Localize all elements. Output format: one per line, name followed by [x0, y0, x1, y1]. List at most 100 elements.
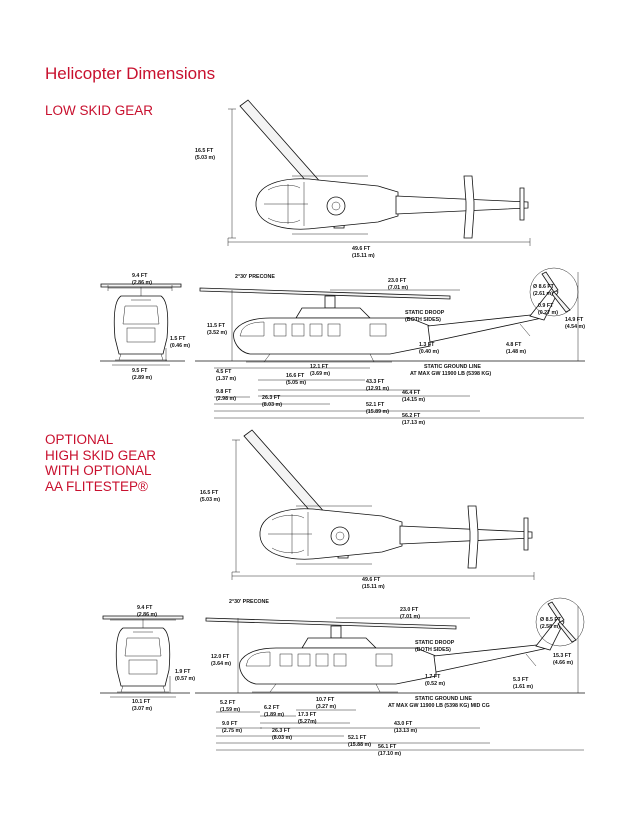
droop-gap-metric: (0.40 m) — [419, 349, 439, 355]
front-view-low-skid — [100, 283, 182, 361]
top-view-2-dims: 16.5 FT (5.03 m) 49.6 FT (15.11 m) — [200, 439, 535, 590]
dim-43-3-metric: (12.91 m) — [366, 386, 389, 392]
front-width-metric: (2.86 m) — [137, 612, 157, 618]
height-label-metric: (5.03 m) — [195, 155, 215, 161]
dim-9-8-metric: (2.98 m) — [216, 396, 236, 402]
front-view-1-dims: 9.4 FT (2.86 m) 9.5 FT (2.89 m) 1.5 FT (… — [100, 273, 190, 381]
front-width-metric: (2.86 m) — [132, 280, 152, 286]
dim-9-8-label: 9.8 FT — [216, 389, 232, 395]
static-droop-sub: (BOTH SIDES) — [415, 647, 451, 653]
section-heading-line: AA FLITESTEP® — [45, 478, 148, 494]
dim-43-0-label: 43.0 FT — [394, 721, 413, 727]
ground-clearance-label: 1.5 FT — [170, 336, 186, 342]
front-skid-metric: (3.07 m) — [132, 706, 152, 712]
hub-height-label: 12.0 FT — [211, 654, 230, 660]
section-heading-line: WITH OPTIONAL — [45, 463, 152, 478]
static-droop-label: STATIC DROOP — [405, 310, 445, 316]
dim-43-3-label: 43.3 FT — [366, 379, 385, 385]
droop-gap-label: 1.7 FT — [425, 674, 441, 680]
total-height-label: 14.9 FT — [565, 317, 584, 323]
ground-clearance-metric: (0.46 m) — [170, 343, 190, 349]
tail-rotor-diameter-metric: (2.61 m) — [533, 291, 553, 297]
dim-16-6-label: 16.6 FT — [286, 373, 305, 379]
total-height-metric: (4.66 m) — [553, 660, 573, 666]
dim-12-1-label: 12.1 FT — [310, 364, 329, 370]
dim-46-4-label: 46.4 FT — [402, 390, 421, 396]
static-droop-label: STATIC DROOP — [415, 640, 455, 646]
precone-label: 2°30' PRECONE — [229, 599, 269, 605]
dim-17-3-metric: (5.27m) — [298, 719, 317, 725]
dim-4-5-label: 4.5 FT — [216, 369, 232, 375]
rotor-to-tail-label: 23.0 FT — [388, 278, 407, 284]
dim-56-1-label: 56.1 FT — [378, 744, 397, 750]
dim-52-1-label: 52.1 FT — [348, 735, 367, 741]
dim-10-7-label: 10.7 FT — [316, 697, 335, 703]
dim-56-2-label: 56.2 FT — [402, 413, 421, 419]
height-label: 16.5 FT — [195, 148, 214, 154]
height-label-metric: (5.03 m) — [200, 497, 220, 503]
length-label: 49.6 FT — [362, 577, 381, 583]
length-label-metric: (15.11 m) — [362, 584, 385, 590]
front-view-high-skid — [102, 615, 184, 693]
droop-gap-metric: (0.52 m) — [425, 681, 445, 687]
tail-height-metric: (1.48 m) — [506, 349, 526, 355]
top-view-high-skid — [243, 429, 533, 569]
total-height-label: 15.3 FT — [553, 653, 572, 659]
tail-height-metric: (1.61 m) — [513, 684, 533, 690]
front-skid-label: 9.5 FT — [132, 368, 148, 374]
rotor-to-tail-label: 23.0 FT — [400, 607, 419, 613]
total-height-metric: (4.54 m) — [565, 324, 585, 330]
front-skid-metric: (2.89 m) — [132, 375, 152, 381]
dim-5-2-label: 5.2 FT — [220, 700, 236, 706]
tail-rotor-diameter-metric: (2.58 m) — [540, 624, 560, 630]
dim-6-2-metric: (1.89 m) — [264, 712, 284, 718]
section-heading-high-skid: OPTIONAL HIGH SKID GEAR WITH OPTIONAL AA… — [45, 432, 156, 494]
dim-5-2-metric: (1.59 m) — [220, 707, 240, 713]
side-view-1-dims: 2°30' PRECONE 23.0 FT (7.01 m) Ø 8.6 FT … — [195, 272, 585, 426]
hub-height-label: 11.5 FT — [207, 323, 226, 329]
ground-line-sub: AT MAX GW 11900 LB (5398 KG) — [410, 371, 491, 377]
dim-52-1-label: 52.1 FT — [366, 402, 385, 408]
ground-clearance-label: 1.9 FT — [175, 669, 191, 675]
dim-26-3-metric: (8.03 m) — [262, 402, 282, 408]
ground-line-sub: AT MAX GW 11900 LB (5398 KG) MID CG — [388, 703, 490, 709]
dim-46-4-metric: (14.15 m) — [402, 397, 425, 403]
side-view-2-dims: 2°30' PRECONE 23.0 FT (7.01 m) Ø 8.5 FT … — [195, 599, 585, 757]
dim-9-0-label: 9.0 FT — [222, 721, 238, 727]
dim-17-3-label: 17.3 FT — [298, 712, 317, 718]
dim-56-1-metric: (17.10 m) — [378, 751, 401, 757]
section-heading-low-skid: LOW SKID GEAR — [45, 103, 153, 119]
length-label-metric: (15.11 m) — [352, 253, 375, 259]
tail-rotor-diameter-label: Ø 8.6 FT — [533, 284, 555, 290]
section-heading-line: HIGH SKID GEAR — [45, 447, 157, 463]
dim-26-3-label: 26.3 FT — [262, 395, 281, 401]
static-droop-sub: (BOTH SIDES) — [405, 317, 441, 323]
dim-12-1-metric: (3.69 m) — [310, 371, 330, 377]
height-label: 16.5 FT — [200, 490, 219, 496]
dim-52-1-metric: (15.89 m) — [366, 409, 389, 415]
droop-gap-label: 1.3 FT — [419, 342, 435, 348]
dim-4-5-metric: (1.37 m) — [216, 376, 236, 382]
ground-line-label: STATIC GROUND LINE — [415, 696, 472, 702]
front-skid-label: 10.1 FT — [132, 699, 151, 705]
rotor-to-tail-metric: (7.01 m) — [400, 614, 420, 620]
ground-line-label: STATIC GROUND LINE — [424, 364, 481, 370]
hub-height-metric: (3.52 m) — [207, 330, 227, 336]
dim-6-2-label: 6.2 FT — [264, 705, 280, 711]
ground-clearance-metric: (0.57 m) — [175, 676, 195, 682]
top-view-low-skid — [239, 99, 529, 239]
dim-56-2-metric: (17.13 m) — [402, 420, 425, 426]
tail-rotor-diameter-label: Ø 8.5 FT — [540, 617, 562, 623]
section-heading-text: LOW SKID GEAR — [45, 103, 154, 118]
front-view-2-dims: 9.4 FT (2.86 m) 10.1 FT (3.07 m) 1.9 FT … — [100, 605, 195, 712]
tail-gap-label: 0.9 FT — [538, 303, 554, 309]
tail-height-label: 5.3 FT — [513, 677, 529, 683]
dim-16-6-metric: (5.05 m) — [286, 380, 306, 386]
tail-gap-metric: (0.27 m) — [538, 310, 558, 316]
dim-43-0-metric: (13.13 m) — [394, 728, 417, 734]
hub-height-metric: (3.64 m) — [211, 661, 231, 667]
top-view-1-dims: 16.5 FT (5.03 m) 49.6 FT (15.11 m) — [195, 108, 531, 259]
front-width-label: 9.4 FT — [132, 273, 148, 279]
page-title: Helicopter Dimensions — [45, 64, 216, 83]
